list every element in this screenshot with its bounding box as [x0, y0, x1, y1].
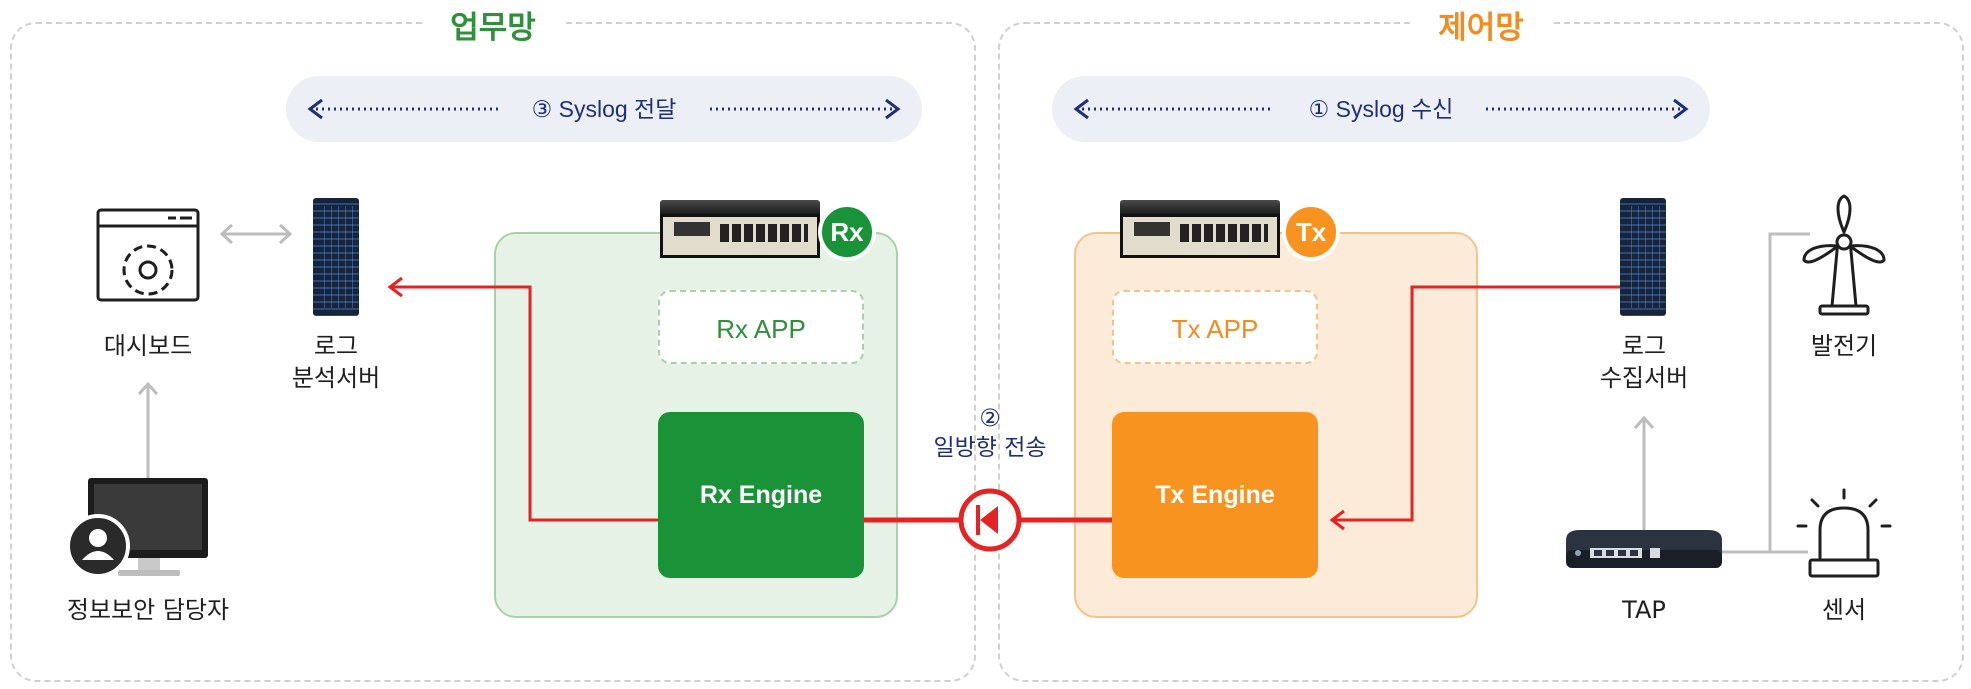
syslog-receive-pill: ① Syslog 수신: [1052, 76, 1710, 142]
one-way-step-number: ②: [979, 404, 1001, 432]
one-way-transfer-label: 일방향 전송: [933, 435, 1047, 461]
log-collect-server-icon: [1620, 198, 1666, 316]
tx-badge: Tx: [1282, 203, 1340, 261]
log-analysis-label-line2: 분석서버: [291, 364, 381, 392]
syslog-forward-pill: ③ Syslog 전달: [286, 76, 922, 142]
tx-engine-box: Tx Engine: [1112, 412, 1318, 578]
dashboard-label: 대시보드: [103, 332, 193, 360]
rx-hardware-icon: [660, 200, 820, 258]
sensor-label: 센서: [1821, 596, 1867, 624]
rx-app-box: Rx APP: [658, 290, 864, 364]
control-network-title: 제어망: [1412, 2, 1550, 47]
generator-label: 발전기: [1810, 332, 1878, 360]
syslog-forward-arrow-icon: [307, 98, 901, 120]
rx-engine-box: Rx Engine: [658, 412, 864, 578]
tx-app-box: Tx APP: [1112, 290, 1318, 364]
log-collect-label-line2: 수집서버: [1599, 364, 1689, 392]
log-collect-label-line1: 로그: [1621, 332, 1667, 360]
tx-hardware-icon: [1120, 200, 1280, 258]
business-network-title: 업무망: [424, 2, 562, 47]
syslog-receive-label: ① Syslog 수신: [1308, 96, 1454, 122]
security-officer-label: 정보보안 담당자: [66, 596, 230, 624]
syslog-forward-label: ③ Syslog 전달: [531, 96, 677, 122]
log-analysis-server-icon: [313, 198, 359, 316]
syslog-receive-arrow-icon: [1073, 98, 1689, 120]
rx-badge: Rx: [818, 203, 876, 261]
tap-label: TAP: [1622, 596, 1666, 624]
log-analysis-label-line1: 로그: [313, 332, 359, 360]
